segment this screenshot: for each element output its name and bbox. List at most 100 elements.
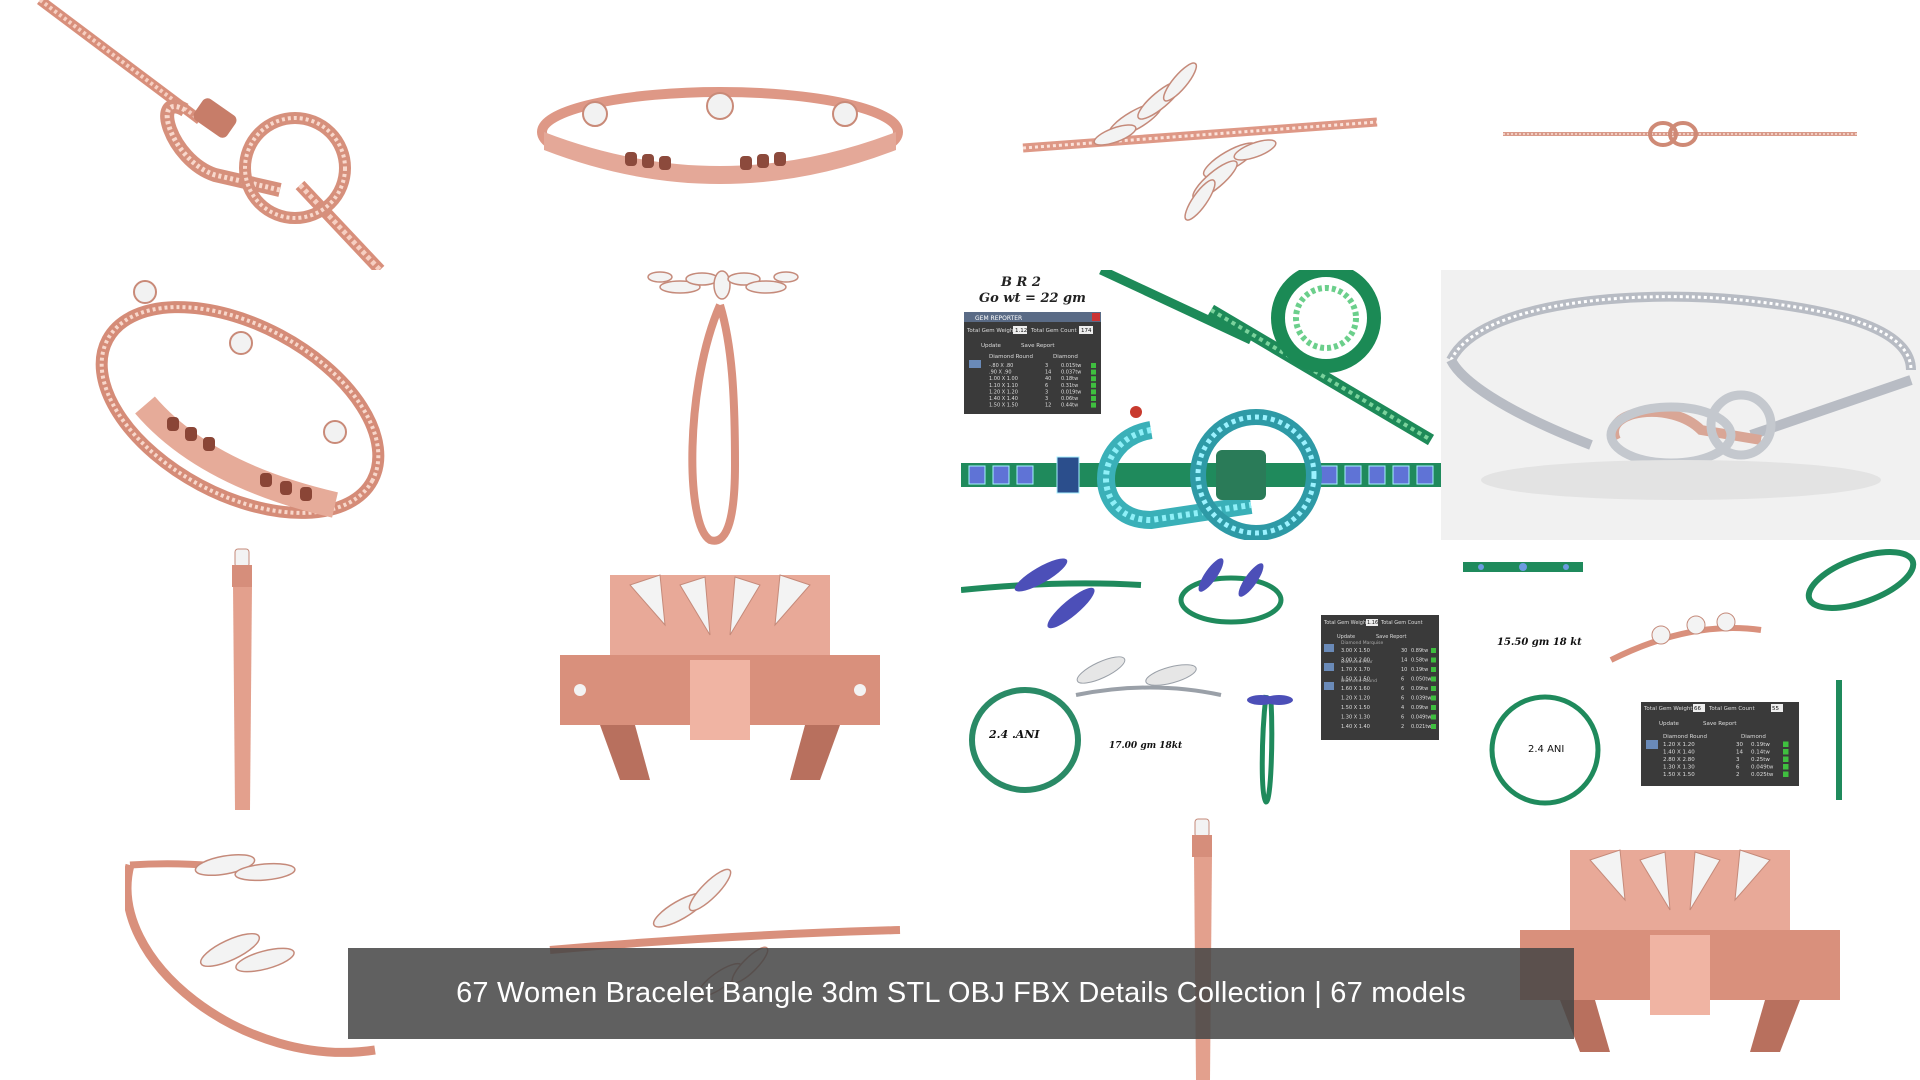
gem-table-cell: 0.14tw (1751, 750, 1770, 756)
row-checkbox[interactable] (1431, 667, 1436, 672)
gem-reporter-title: GEM REPORTER (975, 315, 1022, 322)
row-checkbox[interactable] (1431, 686, 1436, 691)
row-checkbox[interactable] (1783, 764, 1789, 770)
collection-title-banner: 67 Women Bracelet Bangle 3dm STL OBJ FBX… (348, 948, 1574, 1039)
gem-table-cell: 0.037tw (1061, 370, 1081, 376)
gem-table-cell: 0.89tw (1411, 648, 1428, 654)
total-gem-count-label: Total Gem Count (1380, 620, 1423, 626)
ring-size-label: 2.4 ANI (1528, 744, 1564, 755)
gem-section-label: Diamond Pear (1341, 659, 1373, 665)
gem-section-label: Diamond Round (1341, 678, 1377, 684)
row-checkbox[interactable] (1091, 376, 1096, 382)
total-gem-weight-label: Total Gem Weight (966, 328, 1016, 334)
gem-table-cell: 1.20 X 1.20 (1341, 696, 1370, 702)
gem-table-cell: 0.18tw (1061, 376, 1078, 382)
gem-table-cell: 0.09tw (1411, 705, 1428, 711)
collection-title: 67 Women Bracelet Bangle 3dm STL OBJ FBX… (456, 977, 1466, 1009)
product-image-bangle-angled[interactable] (85, 275, 395, 540)
gem-reporter-window-2[interactable]: Total Gem Weight 1.16 Total Gem Count Up… (1321, 615, 1439, 740)
total-gem-weight-value: 1.16 (1367, 620, 1378, 626)
row-checkbox[interactable] (1431, 648, 1436, 653)
total-gem-weight-value: 66 (1694, 706, 1701, 712)
gem-table-cell: 3 (1045, 363, 1048, 369)
ring-size-circle (1489, 694, 1601, 806)
total-gem-count-label: Total Gem Count (1708, 706, 1756, 712)
total-gem-count-value: 174 (1081, 328, 1092, 334)
gem-table-cell: 0.09tw (1411, 686, 1428, 692)
save-report-button[interactable]: Save Report (1376, 634, 1406, 640)
gem-section-label: Diamond Marquise (1341, 640, 1383, 646)
row-checkbox[interactable] (1091, 389, 1096, 395)
row-checkbox[interactable] (1431, 657, 1436, 663)
product-image-bangle-profile[interactable] (220, 535, 265, 815)
row-checkbox[interactable] (1091, 382, 1096, 388)
gem-table-cell: 30 (1736, 742, 1743, 748)
save-report-button[interactable]: Save Report (1703, 721, 1737, 727)
cad-render-wing-bangle-set[interactable]: 2.4 .ANI 17.00 gm 18kt Total Gem Weight … (961, 540, 1441, 810)
gem-reporter-window-3[interactable]: Total Gem Weight 66 Total Gem Count 55 U… (1641, 702, 1799, 786)
product-image-wing-bangle-side[interactable] (640, 265, 805, 545)
gem-table-cell: 1.40 X 1.40 (1663, 750, 1695, 756)
gem-table-cell: 3.00 X 2.00 (1341, 658, 1370, 664)
gem-table-cell: 1.60 X 1.60 (1341, 686, 1370, 692)
cad-gold-weight: Go wt = 22 gm (979, 291, 1086, 306)
gem-table-cell: 2.80 X 2.80 (1663, 757, 1695, 763)
gem-table-cell: 14 (1045, 370, 1051, 376)
row-checkbox[interactable] (1431, 714, 1436, 720)
cad-render-bangle-set[interactable]: 15.50 gm 18 kt 2.4 ANI Total Gem Weight … (1441, 540, 1920, 810)
total-gem-weight-label: Total Gem Weight (1643, 706, 1693, 712)
row-checkbox[interactable] (1091, 369, 1096, 375)
gem-table-cell: 0.19tw (1751, 742, 1770, 748)
gem-table-cell: 3 (1045, 389, 1048, 395)
product-image-wing-bangle[interactable] (1015, 40, 1385, 230)
row-checkbox[interactable] (1091, 363, 1096, 368)
update-button[interactable]: Update (1659, 721, 1680, 727)
gem-table-cell: 0.049tw (1751, 765, 1774, 771)
gem-reporter-window[interactable]: GEM REPORTER Total Gem Weight 1.12 Total… (964, 312, 1101, 414)
gem-table-cell: 4 (1401, 705, 1404, 711)
gem-table-cell: 1.50 X 1.50 (989, 403, 1018, 409)
gem-table-cell: 1.10 X 1.10 (989, 383, 1018, 389)
row-checkbox[interactable] (1783, 771, 1789, 778)
diamond-round-icon (969, 360, 981, 368)
update-button[interactable]: Update (981, 343, 1002, 349)
row-checkbox[interactable] (1431, 724, 1436, 729)
gem-table-cell: 0.31tw (1061, 383, 1078, 389)
product-image-wing-bangle-open[interactable] (125, 850, 380, 1080)
gem-table-cell: 6 (1401, 715, 1404, 721)
product-image-thin-chain-bracelet[interactable] (1495, 110, 1865, 155)
product-image-bangle-three-stones[interactable] (530, 70, 910, 200)
row-checkbox[interactable] (1431, 695, 1436, 701)
gem-table-cell: 0.19tw (1411, 667, 1428, 673)
total-gem-count-label: Total Gem Count (1030, 328, 1078, 334)
gem-table-cell: 6 (1736, 765, 1740, 771)
row-checkbox[interactable] (1091, 396, 1096, 401)
gem-table-cell: 0.039tw (1411, 696, 1431, 702)
cad-render-knot-bracelet[interactable]: B R 2 Go wt = 22 gm GEM REPORTER Total G… (961, 270, 1441, 540)
diamond-shape-icon (1324, 644, 1334, 652)
gem-table-cell: 1.50 X 1.50 (1663, 772, 1695, 778)
gem-table-cell: 6 (1045, 383, 1048, 389)
product-image-knot-bracelet-closeup[interactable] (0, 0, 390, 270)
save-report-button[interactable]: Save Report (1021, 343, 1055, 349)
product-image-wing-bangle-front[interactable] (540, 565, 900, 785)
ring-size-label: 2.4 .ANI (988, 728, 1040, 741)
gold-weight-label: 15.50 gm 18 kt (1497, 637, 1582, 648)
gem-table-cell: 0.025tw (1751, 772, 1774, 778)
row-checkbox[interactable] (1783, 749, 1789, 755)
row-checkbox[interactable] (1431, 676, 1436, 682)
gem-table-cell: 30 (1401, 648, 1407, 654)
row-checkbox[interactable] (1783, 741, 1789, 748)
gem-table-cell: 14 (1736, 750, 1743, 756)
product-image-silver-knot-bracelet[interactable] (1441, 270, 1920, 540)
row-checkbox[interactable] (1091, 402, 1096, 408)
gem-table-cell: 14 (1401, 658, 1407, 664)
update-button[interactable]: Update (1337, 634, 1355, 640)
row-checkbox[interactable] (1783, 756, 1789, 763)
column-diamond: Diamond (1053, 354, 1078, 360)
gem-table-cell: 1.30 X 1.30 (1341, 715, 1370, 721)
gem-table-cell: 0.049tw (1411, 715, 1431, 721)
cad-design-name: B R 2 (1000, 275, 1041, 290)
gem-table-cell: 12 (1045, 403, 1051, 409)
row-checkbox[interactable] (1431, 705, 1436, 710)
